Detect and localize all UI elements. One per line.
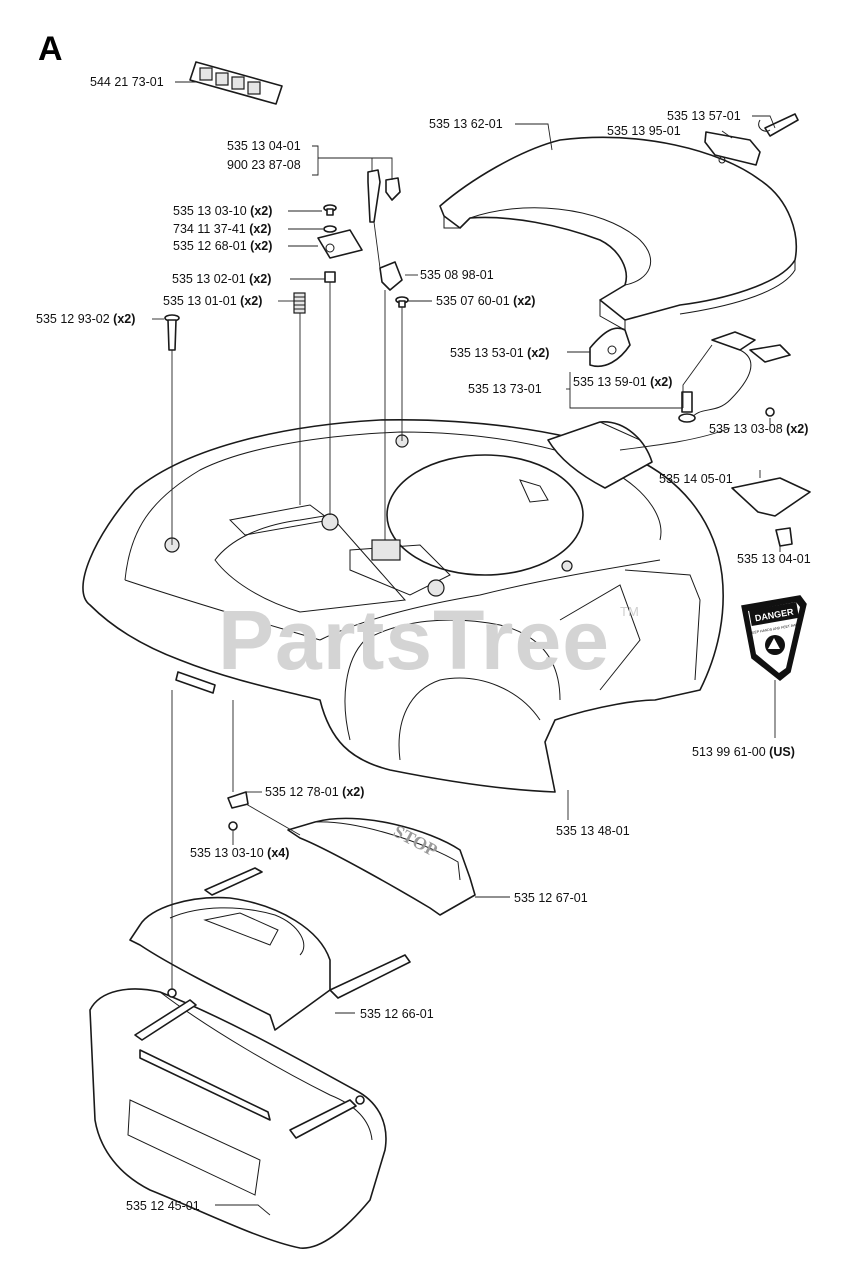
callout-535-12-45-01[interactable]: 535 12 45-01 [126,1199,200,1213]
callout-535-12-78-01[interactable]: 535 12 78-01 (x2) [265,785,365,799]
callout-535-13-95-01[interactable]: 535 13 95-01 [607,124,681,138]
callout-535-13-62-01[interactable]: 535 13 62-01 [429,117,503,131]
washer-535-13-02-01[interactable] [324,271,336,283]
callout-535-13-01-01[interactable]: 535 13 01-01 (x2) [163,294,263,308]
pivot-535-12-78-01[interactable] [227,791,249,809]
screw-535-13-03-10-bottom[interactable] [228,821,238,831]
callout-535-13-59-01[interactable]: 535 13 59-01 (x2) [573,375,673,389]
cable-tie-535-13-04-01[interactable] [367,169,381,223]
callout-535-14-05-01[interactable]: 535 14 05-01 [659,472,733,486]
clip-900-23-87-08[interactable] [385,177,401,201]
screw-535-07-60-01[interactable] [395,296,409,308]
callout-535-13-48-01[interactable]: 535 13 48-01 [556,824,630,838]
callout-544-21-73-01[interactable]: 544 21 73-01 [90,75,164,89]
callout-535-13-04-01-top[interactable]: 535 13 04-01 [227,139,301,153]
callout-535-13-03-10-x2[interactable]: 535 13 03-10 (x2) [173,204,273,218]
danger-decal[interactable]: DANGER KEEP HANDS AND FEET AWAY [741,595,807,681]
callout-535-13-03-08[interactable]: 535 13 03-08 (x2) [709,422,809,436]
callout-535-07-60-01[interactable]: 535 07 60-01 (x2) [436,294,536,308]
bracket-535-12-68-01[interactable] [317,229,363,259]
callout-900-23-87-08[interactable]: 900 23 87-08 [227,158,301,172]
lid-hinge-bracket[interactable] [589,327,631,367]
callout-535-13-53-01[interactable]: 535 13 53-01 (x2) [450,346,550,360]
spring-535-13-01-01[interactable] [293,292,306,314]
callout-535-12-93-02[interactable]: 535 12 93-02 (x2) [36,312,136,326]
callout-734-11-37-41[interactable]: 734 11 37-41 (x2) [173,222,272,236]
plate-535-14-05-01[interactable] [731,477,811,517]
washer-734-11-37-41[interactable] [323,225,337,233]
callout-535-13-03-10-x4[interactable]: 535 13 03-10 (x4) [190,846,290,860]
top-cover-lid[interactable] [439,136,797,331]
callout-535-12-68-01[interactable]: 535 12 68-01 (x2) [173,239,273,253]
callout-535-12-67-01[interactable]: 535 12 67-01 [514,891,588,905]
callout-535-12-66-01[interactable]: 535 12 66-01 [360,1007,434,1021]
watermark-trademark: TM [620,604,639,619]
callout-513-99-61-00[interactable]: 513 99 61-00 (US) [692,745,795,759]
main-body-shell[interactable] [82,418,724,793]
callout-535-13-57-01[interactable]: 535 13 57-01 [667,109,741,123]
lid-pin[interactable] [758,113,799,137]
watermark: PartsTree [218,593,610,687]
sensor-bracket-assembly[interactable] [678,331,791,423]
long-screw-535-12-93-02[interactable] [164,314,180,351]
screw-535-13-03-10-top[interactable] [323,204,337,216]
callout-535-13-73-01[interactable]: 535 13 73-01 [468,382,542,396]
rear-bumper[interactable] [89,988,387,1249]
section-letter: A [38,30,63,68]
leader-lines [152,81,781,1216]
front-bumper-cover[interactable] [129,867,411,1031]
callout-535-13-02-01[interactable]: 535 13 02-01 (x2) [172,272,272,286]
clamp-535-08-98-01[interactable] [379,261,403,291]
warning-label-strip[interactable] [189,61,283,105]
callout-535-13-04-01-right[interactable]: 535 13 04-01 [737,552,811,566]
stop-button-cover[interactable]: STOP [287,817,476,916]
lid-handle[interactable] [704,131,761,166]
clip-535-13-04-01[interactable] [775,527,793,547]
screw-535-13-03-08[interactable] [765,407,775,417]
callout-535-08-98-01[interactable]: 535 08 98-01 [420,268,494,282]
